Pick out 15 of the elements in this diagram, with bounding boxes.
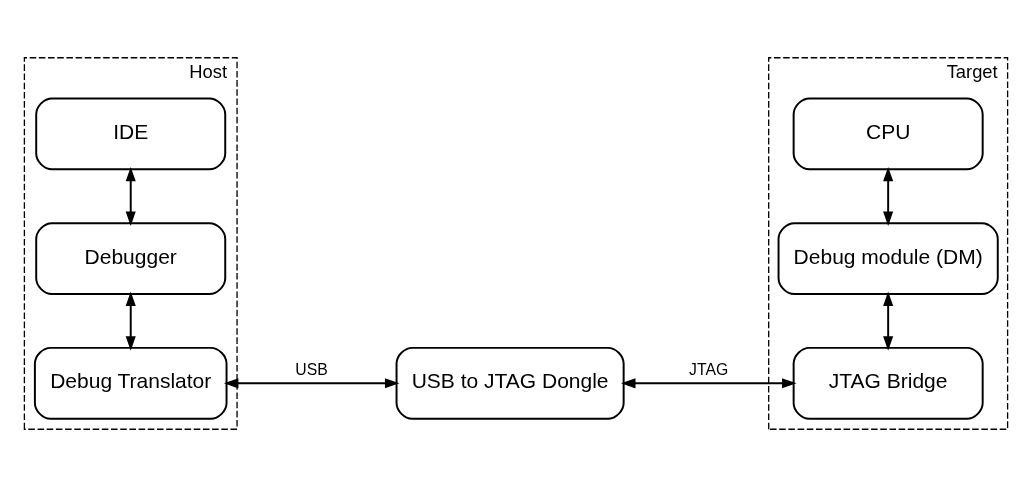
node-box: CPU: [792, 97, 984, 171]
arrow: [883, 291, 894, 351]
arrow: [883, 166, 894, 226]
arrow: [125, 291, 136, 351]
node-box: USB to JTAG Dongle: [395, 346, 625, 420]
node-box: Debug Translator: [33, 346, 228, 420]
arrow: [621, 378, 797, 389]
node-box: IDE: [35, 97, 227, 171]
arrow: [223, 378, 400, 389]
node-box: JTAG Bridge: [792, 346, 984, 420]
arrow: [125, 166, 136, 226]
edge-label: USB: [295, 360, 328, 378]
edge-label: JTAG: [689, 360, 729, 378]
node-box: Debugger: [35, 222, 227, 296]
node-box: Debug module (DM): [777, 222, 999, 296]
